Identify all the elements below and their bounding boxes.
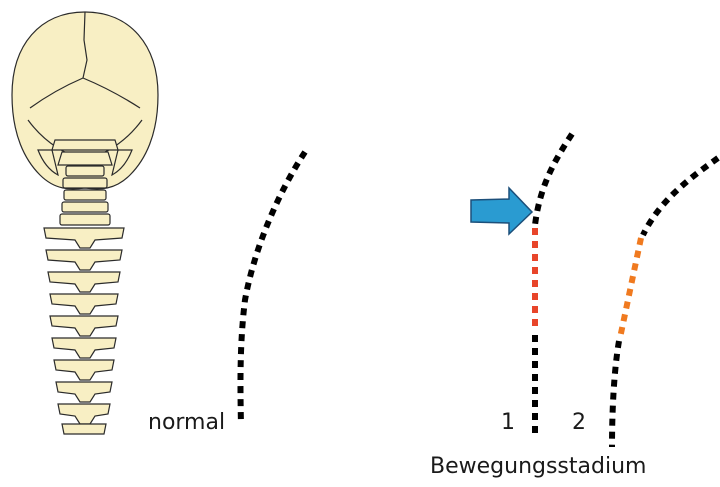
stage2-orange-segment <box>620 238 641 338</box>
axis <box>58 152 112 165</box>
stage2-upper-curve <box>643 158 718 235</box>
caption-bewegungsstadium: Bewegungsstadium <box>430 456 646 478</box>
thoracic-vertebrae <box>44 228 124 434</box>
stage2-lower-curve <box>612 341 619 447</box>
skull-spine-illustration <box>12 12 158 434</box>
cervical-vertebrae <box>60 166 110 225</box>
stage1-upper-curve <box>535 134 572 225</box>
label-stage-1: 1 <box>501 412 515 434</box>
arrow-right-icon <box>471 188 532 234</box>
label-normal: normal <box>148 412 225 434</box>
normal-curve <box>240 152 305 425</box>
label-stage-2: 2 <box>572 412 586 434</box>
atlas <box>52 140 118 150</box>
